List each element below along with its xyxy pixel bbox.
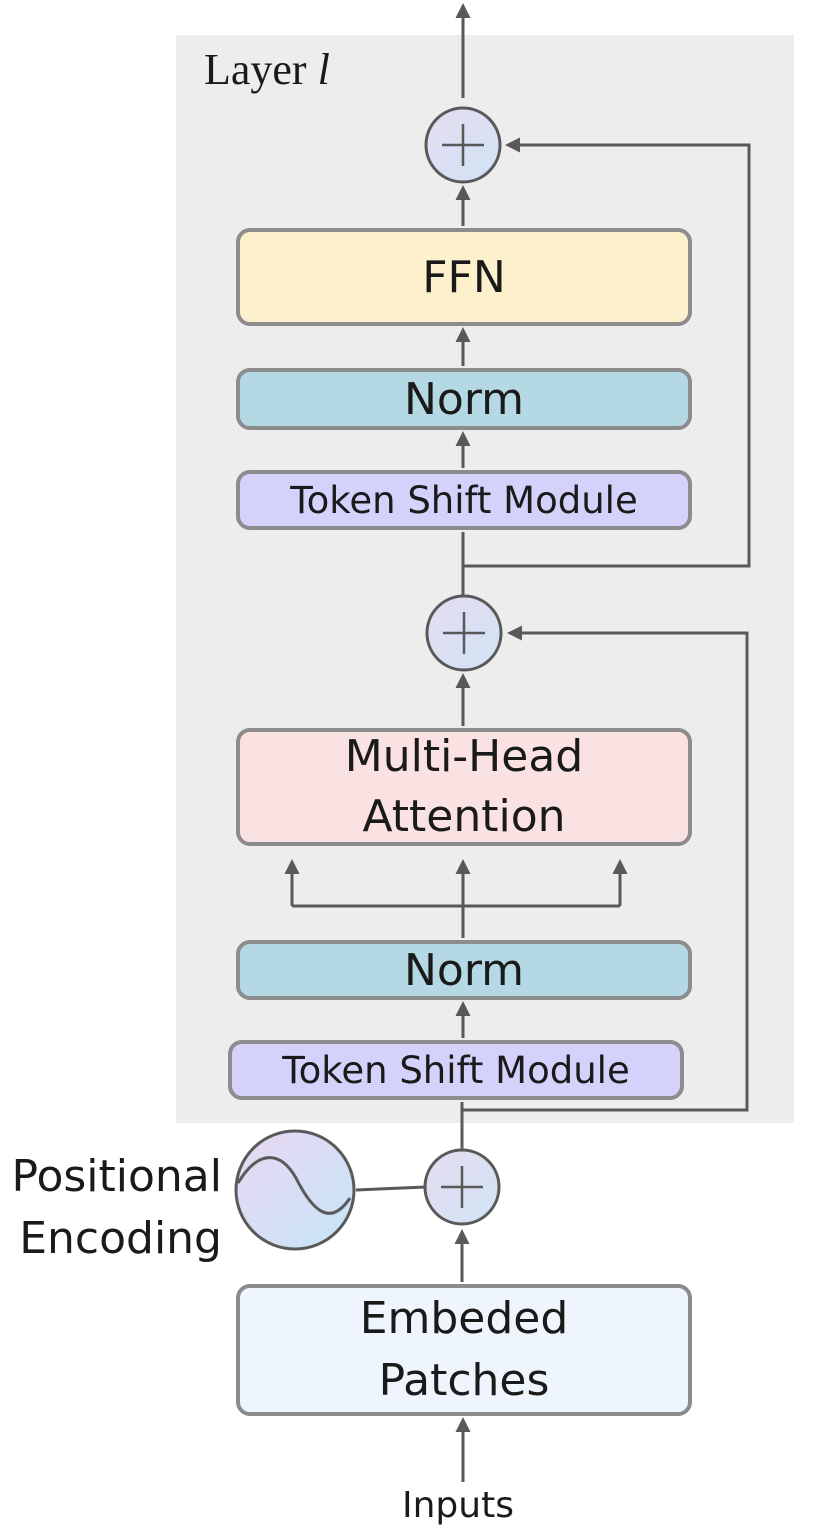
embed-label-line2: Patches (378, 1355, 550, 1406)
token-shift-module-top: Token Shift Module (236, 470, 692, 530)
adder-top (424, 106, 502, 184)
attention-label-line2: Attention (362, 791, 566, 842)
adder-middle (425, 594, 503, 672)
token-shift-module-bottom: Token Shift Module (228, 1040, 684, 1100)
embedded-patches-block: Embeded Patches (236, 1284, 692, 1416)
residual-top-line (463, 137, 751, 568)
adder-bottom (423, 1148, 501, 1226)
positional-label-line2: Encoding (19, 1213, 222, 1264)
token-shift-top-label: Token Shift Module (290, 478, 638, 522)
token-shift-bottom-label: Token Shift Module (282, 1048, 630, 1092)
residual-bottom-line (462, 625, 749, 1112)
sine-wave-icon (234, 1129, 356, 1251)
positional-to-adder-line (355, 1185, 427, 1192)
norm-top-label: Norm (403, 373, 524, 425)
norm-bottom-label: Norm (403, 944, 524, 996)
inputs-label: Inputs (402, 1485, 514, 1526)
ffn-block: FFN (236, 228, 692, 326)
layer-title: Layer l (204, 45, 330, 94)
positional-label-line1: Positional (11, 1151, 222, 1202)
ffn-label: FFN (422, 251, 506, 303)
layer-index-variable: l (317, 45, 330, 94)
norm-block-bottom: Norm (236, 940, 692, 1000)
positional-encoding-label: Positional Encoding (0, 1146, 222, 1270)
attention-label-line1: Multi-Head (344, 731, 584, 782)
norm-block-top: Norm (236, 368, 692, 430)
multi-head-attention-block: Multi-Head Attention (236, 728, 692, 846)
embed-label-line1: Embeded (359, 1293, 569, 1344)
